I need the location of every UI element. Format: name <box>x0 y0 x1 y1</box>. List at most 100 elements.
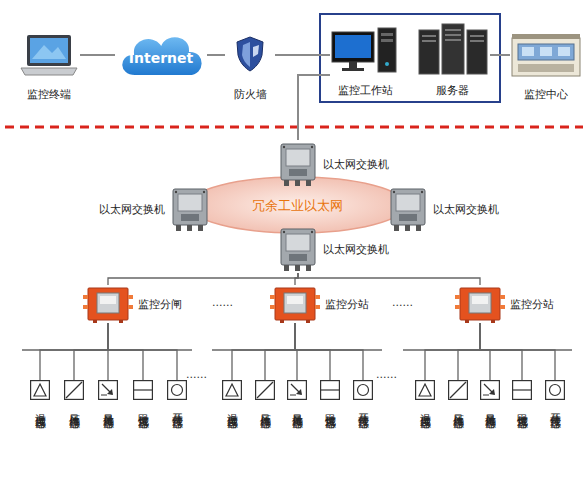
control-center-node: 监控中心 <box>510 32 582 101</box>
connector-line <box>108 323 177 380</box>
sensor-symbol <box>353 380 373 400</box>
node-label: 监控分闸 <box>138 298 182 311</box>
node-label: 监控工作站 <box>338 84 393 97</box>
connector-line <box>480 323 490 380</box>
switch-node: 以太网交换机 <box>388 185 506 233</box>
node-label: 风压传感器 <box>452 405 464 410</box>
connector-line <box>232 323 295 380</box>
node-label: 甲烷传感器 <box>137 405 149 410</box>
substation-icon <box>455 285 505 323</box>
connector-line <box>265 323 295 380</box>
node-label: 温度传感器 <box>226 405 238 410</box>
connector-line <box>295 323 363 380</box>
ellipsis-label: ...... <box>392 296 413 309</box>
ellipsis-label: ...... <box>376 368 397 381</box>
connector-line <box>40 323 108 380</box>
node-label: 监控分站 <box>510 298 554 311</box>
connector-line <box>298 273 480 285</box>
sensor-node: 温度传感器 <box>221 380 243 490</box>
node-label: 风量传感器 <box>102 405 114 410</box>
sensor-symbol <box>545 380 565 400</box>
connector-line <box>458 323 480 380</box>
sensor-symbol <box>64 380 84 400</box>
switch-icon <box>170 186 210 232</box>
switch-node: 以太网交换机 <box>278 225 396 273</box>
connector-line <box>480 323 555 380</box>
node-label: 冗余工业以太网 <box>252 198 343 213</box>
sensor-symbol <box>415 380 435 400</box>
switch-icon <box>278 141 318 187</box>
server-icon <box>415 22 490 76</box>
laptop-icon <box>18 33 80 77</box>
sensor-symbol <box>320 380 340 400</box>
node-label: 风量传感器 <box>484 405 496 410</box>
monitoring-frame <box>320 14 500 102</box>
node-label: 以太网交换机 <box>99 203 165 216</box>
sensor-symbol <box>167 380 187 400</box>
switch-node: 以太网交换机 <box>92 185 210 233</box>
terminal-node: 监控终端 <box>18 33 80 101</box>
sensor-node: 开停传感器 <box>166 380 188 490</box>
node-label: 监控中心 <box>524 88 568 101</box>
sensor-node: 开停传感器 <box>544 380 566 490</box>
node-label: 以太网交换机 <box>323 158 389 171</box>
sensor-node: 风量传感器 <box>479 380 501 490</box>
sensor-node: 风量传感器 <box>97 380 119 490</box>
substation-node: 监控分站 <box>455 285 580 323</box>
sensor-node: 开停传感器 <box>352 380 374 490</box>
sensor-node: 温度传感器 <box>29 380 51 490</box>
connector-line <box>74 323 108 380</box>
node-label: Internet <box>115 50 207 66</box>
node-label: 以太网交换机 <box>433 203 499 216</box>
sensor-symbol <box>255 380 275 400</box>
sensor-symbol <box>287 380 307 400</box>
switch-node: 以太网交换机 <box>278 140 398 188</box>
connector-line <box>80 54 115 56</box>
sensor-symbol <box>222 380 242 400</box>
sensor-node: 甲烷传感器 <box>132 380 154 490</box>
sensor-node: 温度传感器 <box>414 380 436 490</box>
ellipsis-label: ...... <box>212 296 233 309</box>
switch-icon <box>278 226 318 272</box>
connector-line <box>108 273 298 285</box>
sensor-node: 风量传感器 <box>286 380 308 490</box>
node-label: 服务器 <box>436 84 469 97</box>
substation-icon <box>83 285 133 323</box>
node-label: 以太网交换机 <box>323 243 389 256</box>
node-label: 温度传感器 <box>419 405 431 410</box>
ellipsis-label: ...... <box>186 368 207 381</box>
connector-line <box>425 323 480 380</box>
internet-cloud: Internet <box>115 30 207 80</box>
sensor-symbol <box>512 380 532 400</box>
connector-line <box>490 54 510 56</box>
node-label: 开停传感器 <box>171 405 183 410</box>
sensor-node: 甲烷传感器 <box>511 380 533 490</box>
firewall-node: 防火墙 <box>225 35 275 101</box>
connector-line <box>275 54 330 56</box>
sensor-symbol <box>98 380 118 400</box>
substation-node: 监控分闸 <box>83 285 208 323</box>
connector-line <box>298 75 330 140</box>
server-node: 服务器 <box>415 22 490 97</box>
sensor-symbol <box>480 380 500 400</box>
node-label: 防火墙 <box>234 88 267 101</box>
node-label: 温度传感器 <box>34 405 46 410</box>
workstation-node: 监控工作站 <box>330 24 400 97</box>
sensor-node: 风压传感器 <box>254 380 276 490</box>
node-label: 开停传感器 <box>357 405 369 410</box>
substation-node: 监控分站 <box>270 285 395 323</box>
node-label: 风压传感器 <box>68 405 80 410</box>
substation-icon <box>270 285 320 323</box>
control-center-icon <box>510 32 582 78</box>
node-label: 风压传感器 <box>259 405 271 410</box>
sensor-symbol <box>30 380 50 400</box>
switch-icon <box>388 186 428 232</box>
connector-line <box>108 323 143 380</box>
sensor-symbol <box>133 380 153 400</box>
firewall-icon <box>234 35 266 73</box>
node-label: 甲烷传感器 <box>324 405 336 410</box>
sensor-node: 甲烷传感器 <box>319 380 341 490</box>
node-label: 开停传感器 <box>549 405 561 410</box>
connector-line <box>295 323 330 380</box>
